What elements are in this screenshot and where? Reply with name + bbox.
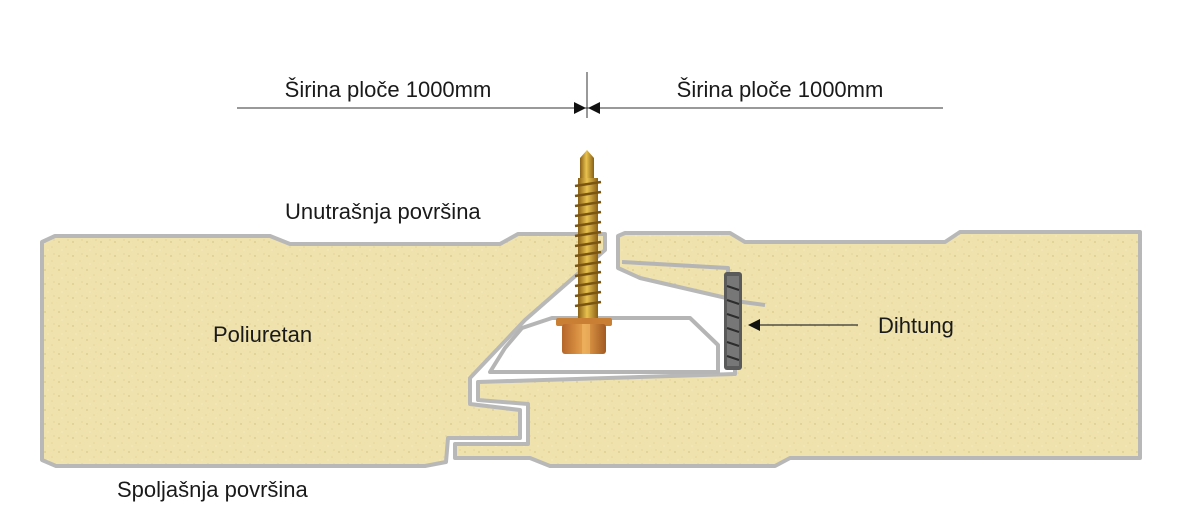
width-label-left: Širina ploče 1000mm — [285, 77, 492, 102]
arrow-icon — [574, 102, 600, 114]
width-label-right: Širina ploče 1000mm — [677, 77, 884, 102]
left-panel — [40, 232, 607, 468]
gasket-pointer-arrow-icon — [748, 319, 760, 331]
screw-icon — [556, 150, 612, 354]
inner-surface-label: Unutrašnja površina — [285, 199, 481, 224]
left-panel-foam — [40, 232, 607, 468]
outer-surface-label: Spoljašnja površina — [117, 477, 309, 502]
gasket-label: Dihtung — [878, 313, 954, 338]
core-material-label: Poliuretan — [213, 322, 312, 347]
gasket — [724, 272, 742, 370]
